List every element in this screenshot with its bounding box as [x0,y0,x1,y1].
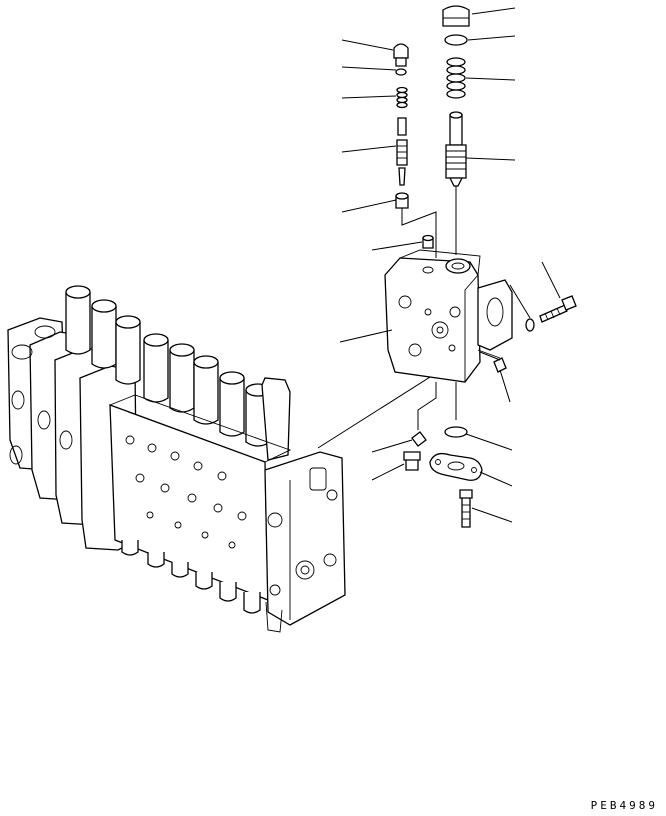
spool-caps [66,286,290,460]
small-valve-stack [394,44,436,258]
callout-19 [372,464,404,480]
callout-9 [342,200,396,212]
callout-17 [472,508,512,522]
callout-8 [342,146,396,152]
lower-left-plugs [404,382,436,470]
callout-leaders [340,8,560,522]
assembly-line-main [318,372,438,448]
mounting-bolt [526,296,576,331]
relief-cartridge [446,145,466,186]
callout-13 [510,285,530,318]
callout-7 [342,96,396,98]
callout-11 [340,330,392,342]
small-fitting [480,352,506,372]
callout-14 [500,370,510,402]
callout-2 [468,36,515,40]
small-spring [397,88,407,108]
callout-3 [466,78,515,80]
callout-16 [480,472,512,486]
service-valve-section [385,250,512,382]
bottom-spool-ends [122,540,260,613]
body-ports [126,436,246,548]
callout-18 [372,440,412,452]
main-control-valve [8,286,345,632]
callout-15 [466,434,512,450]
drawing-code: PEB4989 [590,799,658,812]
small-plug [423,236,433,249]
callout-6 [342,67,396,70]
lower-flange-stack [430,382,482,527]
callout-1 [472,8,515,14]
callout-12 [542,262,560,298]
spring [447,58,465,98]
callout-5 [342,40,393,50]
callout-4 [466,158,515,160]
callout-10 [372,242,422,250]
relief-valve-stack [443,6,469,255]
